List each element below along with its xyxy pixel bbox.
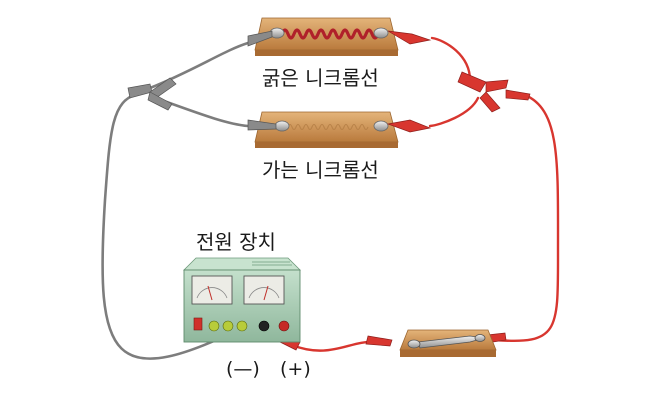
switch-pivot bbox=[407, 339, 421, 349]
knife-switch bbox=[399, 329, 497, 357]
thick-wire-label: 굵은 니크롬선 bbox=[262, 66, 379, 90]
adjust-knob bbox=[236, 320, 248, 332]
positive-binding-post bbox=[278, 320, 290, 332]
adjust-knob bbox=[222, 320, 234, 332]
adjust-knob bbox=[208, 320, 220, 332]
right-terminal-post bbox=[373, 120, 389, 132]
thin-wire-label: 가는 니크롬선 bbox=[262, 158, 379, 182]
power-supply bbox=[183, 257, 301, 343]
thick-wire-board bbox=[254, 17, 399, 56]
left-terminal-post bbox=[274, 120, 290, 132]
negative-terminal-label: (—) bbox=[226, 358, 260, 380]
positive-terminal-label: (+) bbox=[280, 358, 311, 380]
thin-wire-board bbox=[254, 111, 399, 148]
negative-binding-post bbox=[258, 320, 270, 332]
power-supply-label: 전원 장치 bbox=[196, 230, 276, 254]
right-terminal-post bbox=[373, 27, 389, 39]
thin-coil bbox=[287, 123, 369, 131]
switch-contact bbox=[474, 334, 486, 342]
power-switch bbox=[193, 317, 203, 331]
thick-coil bbox=[280, 28, 380, 40]
